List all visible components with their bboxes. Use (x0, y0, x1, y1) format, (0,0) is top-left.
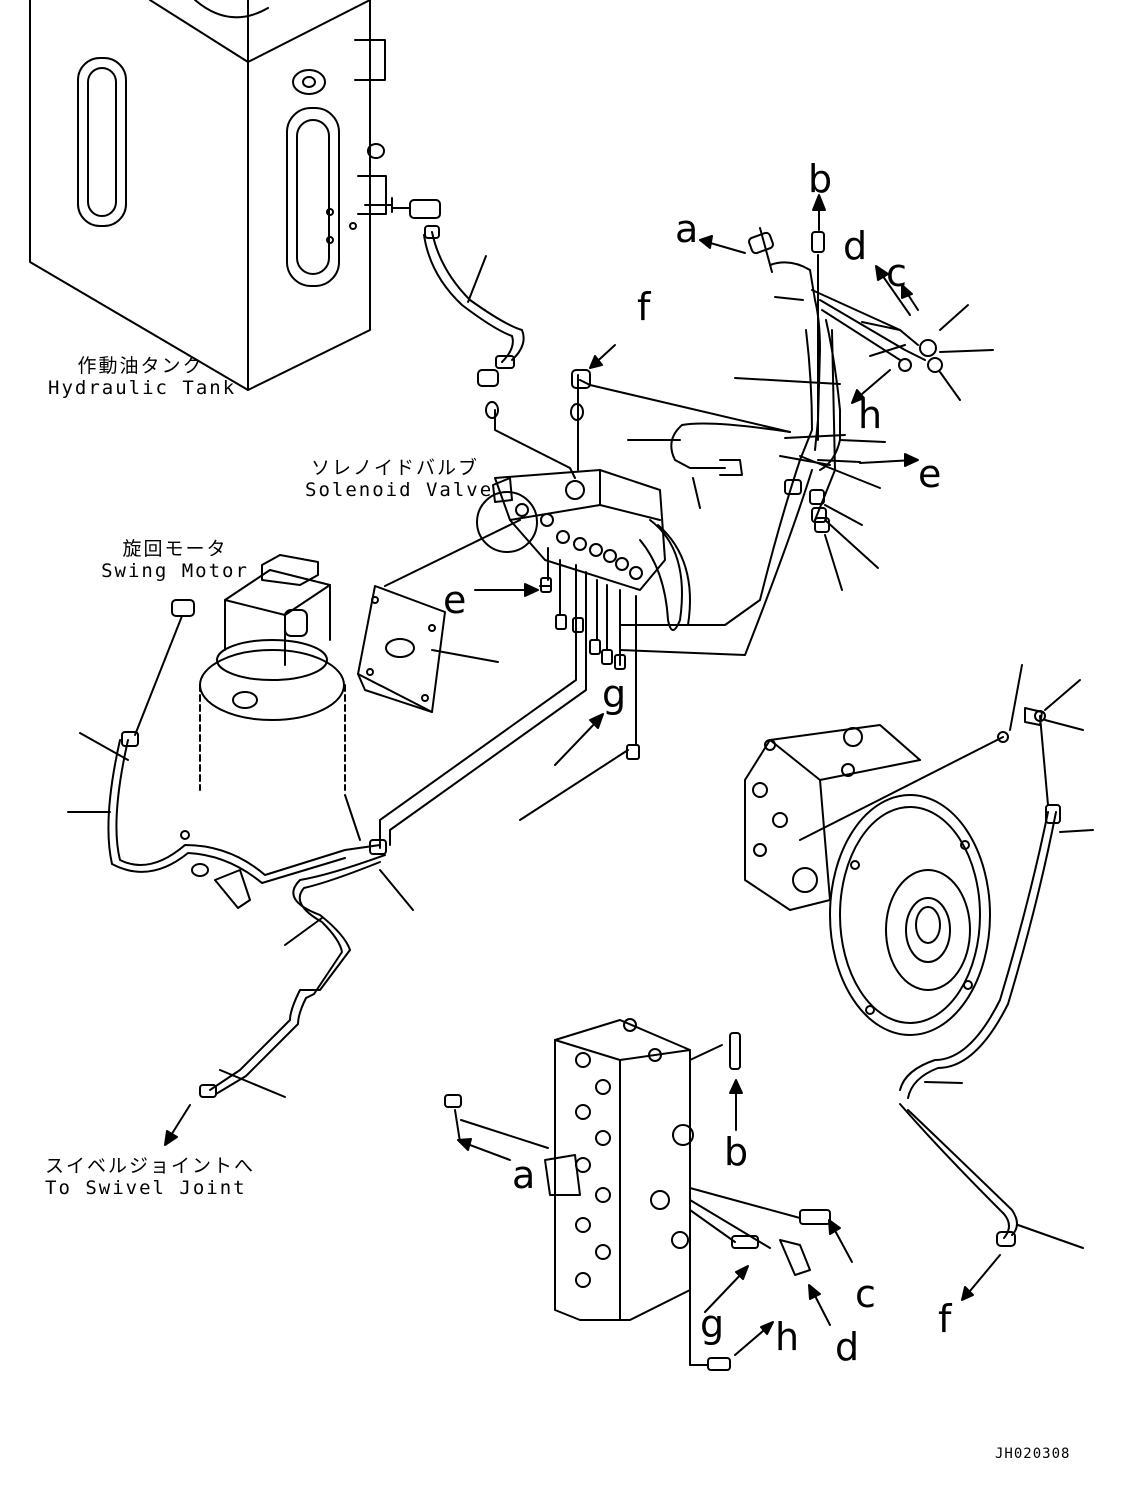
pump-hose (799, 664, 1094, 1249)
control-valve (544, 1018, 694, 1321)
hydraulic-tank-label: 作動油タンク Hydraulic Tank (48, 355, 237, 399)
swing-motor-label-jp: 旋回モータ (122, 538, 228, 560)
drawing-code: JH020308 (995, 1446, 1071, 1462)
main-pump (744, 724, 991, 1036)
letter-f-bottom: f (938, 1297, 952, 1341)
letter-b-top: b (808, 157, 833, 201)
solenoid-valve-label: ソレノイドバルブ Solenoid Valve (305, 457, 494, 501)
letter-d-bottom: d (835, 1325, 860, 1369)
letter-e-top: e (918, 452, 942, 496)
solenoid-valve-label-jp: ソレノイドバルブ (310, 457, 479, 479)
swivel-joint-label-jp: スイベルジョイントへ (45, 1155, 256, 1177)
pilot-hose-bundle (589, 227, 994, 656)
hydraulic-tank (29, 0, 441, 391)
solenoid-bracket (357, 519, 521, 713)
letter-h-bottom: h (775, 1315, 800, 1359)
solenoid-lines (379, 369, 640, 849)
solenoid-valve (476, 469, 691, 631)
letter-h-top: h (858, 393, 883, 437)
letter-g-bottom: g (700, 1302, 725, 1346)
swivel-joint-label-en: To Swivel Joint (45, 1177, 247, 1199)
swing-motor (199, 554, 346, 791)
hydraulic-tank-label-jp: 作動油タンク (77, 355, 204, 377)
swing-motor-label: 旋回モータ Swing Motor (100, 538, 250, 582)
swivel-joint-label: スイベルジョイントへ To Swivel Joint (45, 1155, 256, 1199)
letter-c-bottom: c (855, 1272, 876, 1316)
control-valve-fittings (444, 1032, 831, 1371)
letter-b-bottom: b (724, 1130, 749, 1174)
letter-e-mid: e (443, 578, 467, 622)
tank-drain-hose (423, 225, 525, 369)
swing-motor-label-en: Swing Motor (101, 560, 249, 582)
letter-f-top: f (637, 285, 651, 329)
letter-c-top: c (886, 251, 907, 295)
swing-motor-hoses (67, 599, 414, 1098)
letter-d-top: d (843, 224, 868, 268)
letter-a-top: a (675, 207, 699, 251)
hydraulic-tank-label-en: Hydraulic Tank (48, 377, 237, 399)
letter-g-mid: g (602, 672, 627, 716)
direction-arrows (164, 194, 1001, 1356)
solenoid-valve-label-en: Solenoid Valve (305, 479, 494, 501)
letter-a-bottom: a (512, 1153, 536, 1197)
